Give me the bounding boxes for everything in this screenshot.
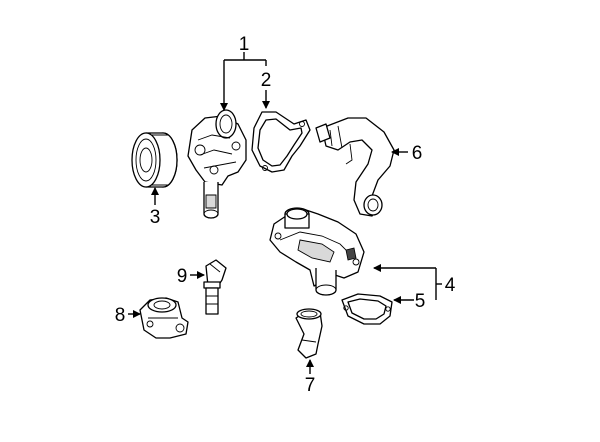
pulley-part: [131, 132, 178, 188]
callout-3: 3: [150, 207, 161, 228]
thermostat-part: [139, 297, 189, 339]
thermostat-housing-part: [269, 207, 365, 296]
callout-labels: 1 2 3 4 5 6 7 8 9: [115, 34, 456, 396]
callout-7: 7: [305, 375, 316, 396]
callout-6: 6: [412, 143, 423, 164]
sensor-part: [203, 259, 227, 315]
coolant-hose-lower-part: [295, 308, 323, 359]
callout-9: 9: [177, 266, 188, 287]
water-pump-part: [187, 109, 247, 219]
housing-gasket-part: [341, 293, 393, 325]
callout-4: 4: [445, 275, 456, 296]
gasket-part: [251, 111, 311, 173]
callout-5: 5: [415, 291, 426, 312]
callout-1: 1: [239, 34, 250, 55]
coolant-hose-upper-part: [315, 117, 395, 217]
leader-lines: [128, 52, 442, 374]
callout-8: 8: [115, 305, 126, 326]
callout-2: 2: [261, 70, 272, 91]
